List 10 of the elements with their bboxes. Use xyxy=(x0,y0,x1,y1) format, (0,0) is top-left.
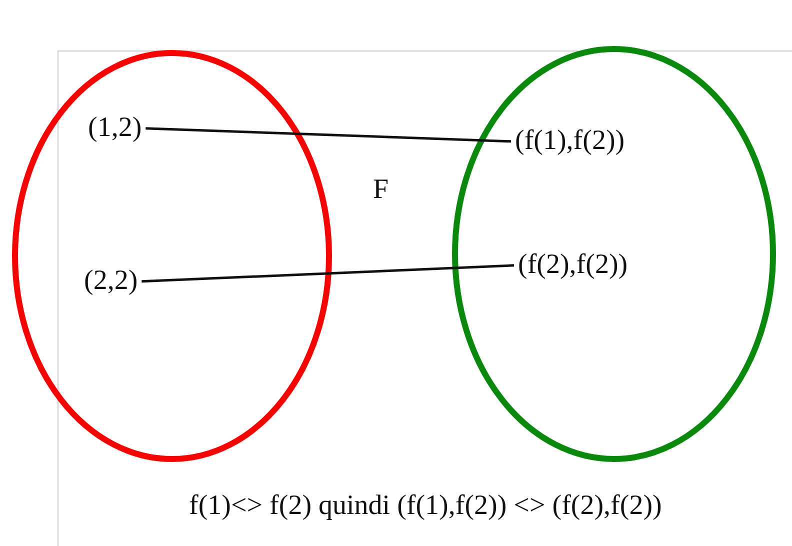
map-label: F xyxy=(373,174,389,206)
connector-line xyxy=(142,264,514,283)
element-label: (f(2),f(2)) xyxy=(518,250,628,281)
set-ellipse xyxy=(12,50,332,462)
set-ellipse xyxy=(452,46,776,462)
note-text: f(1)<> f(2) quindi (f(1),f(2)) <> (f(2),f(2)) xyxy=(189,490,662,522)
element-label: (2,2) xyxy=(84,266,138,297)
element-label: (1,2) xyxy=(88,113,142,144)
element-label: (f(1),f(2)) xyxy=(515,126,625,157)
connector-line xyxy=(146,127,512,143)
